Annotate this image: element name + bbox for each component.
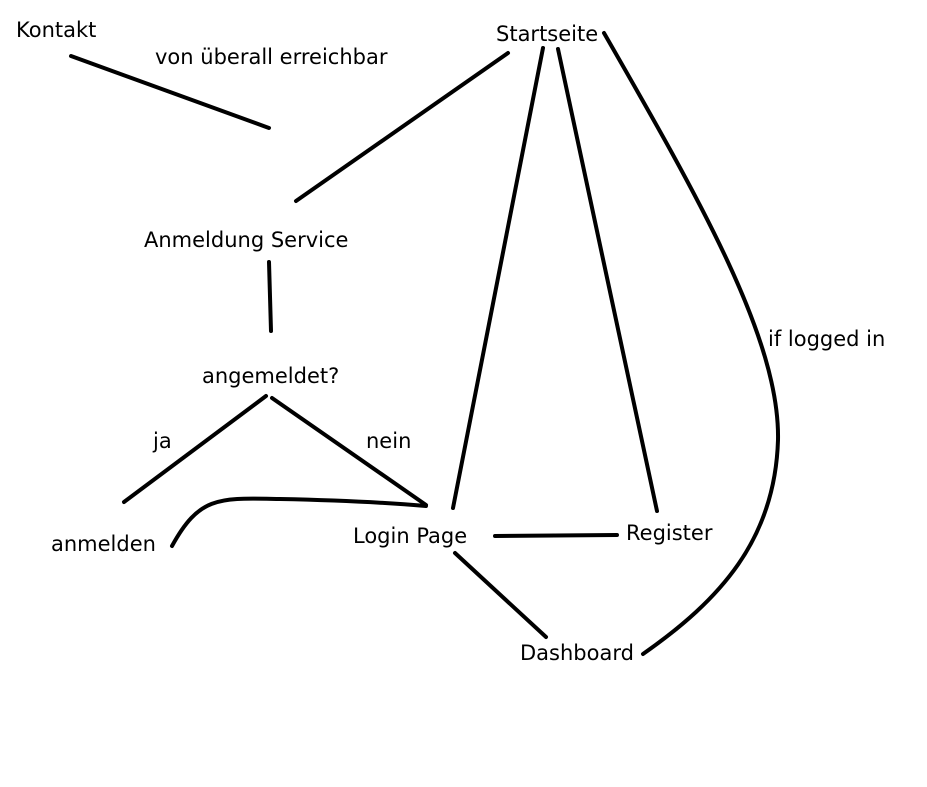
edge-kontakt-ueberall	[69, 54, 271, 130]
edge-login-page-dashboard	[453, 551, 548, 639]
node-dashboard: Dashboard	[520, 641, 634, 665]
node-kontakt: Kontakt	[16, 18, 97, 42]
edge-label-ja: ja	[153, 429, 172, 453]
annotation-if-logged-in: if logged in	[768, 327, 886, 351]
node-login-page: Login Page	[353, 524, 468, 548]
node-startseite: Startseite	[496, 22, 599, 46]
edge-service-angemeldet	[267, 260, 273, 333]
edge-angemeldet-login-page	[270, 396, 428, 507]
edge-angemeldet-anmelden	[122, 394, 268, 504]
node-anmelden: anmelden	[51, 532, 156, 556]
edge-startseite-register	[556, 47, 659, 513]
edge-anmelden-login-page	[170, 496, 428, 548]
node-register: Register	[626, 521, 713, 545]
edge-startseite-login-page	[451, 46, 545, 510]
edge-startseite-anmeldung-service	[294, 51, 510, 203]
edge-label-nein: nein	[366, 429, 412, 453]
edge-startseite-dashboard	[602, 31, 781, 656]
node-angemeldet-decision: angemeldet?	[202, 364, 340, 388]
node-anmeldung-service: Anmeldung Service	[144, 228, 349, 252]
annotation-von-ueberall-erreichbar: von überall erreichbar	[155, 45, 388, 69]
edge-login-page-register	[493, 533, 619, 538]
